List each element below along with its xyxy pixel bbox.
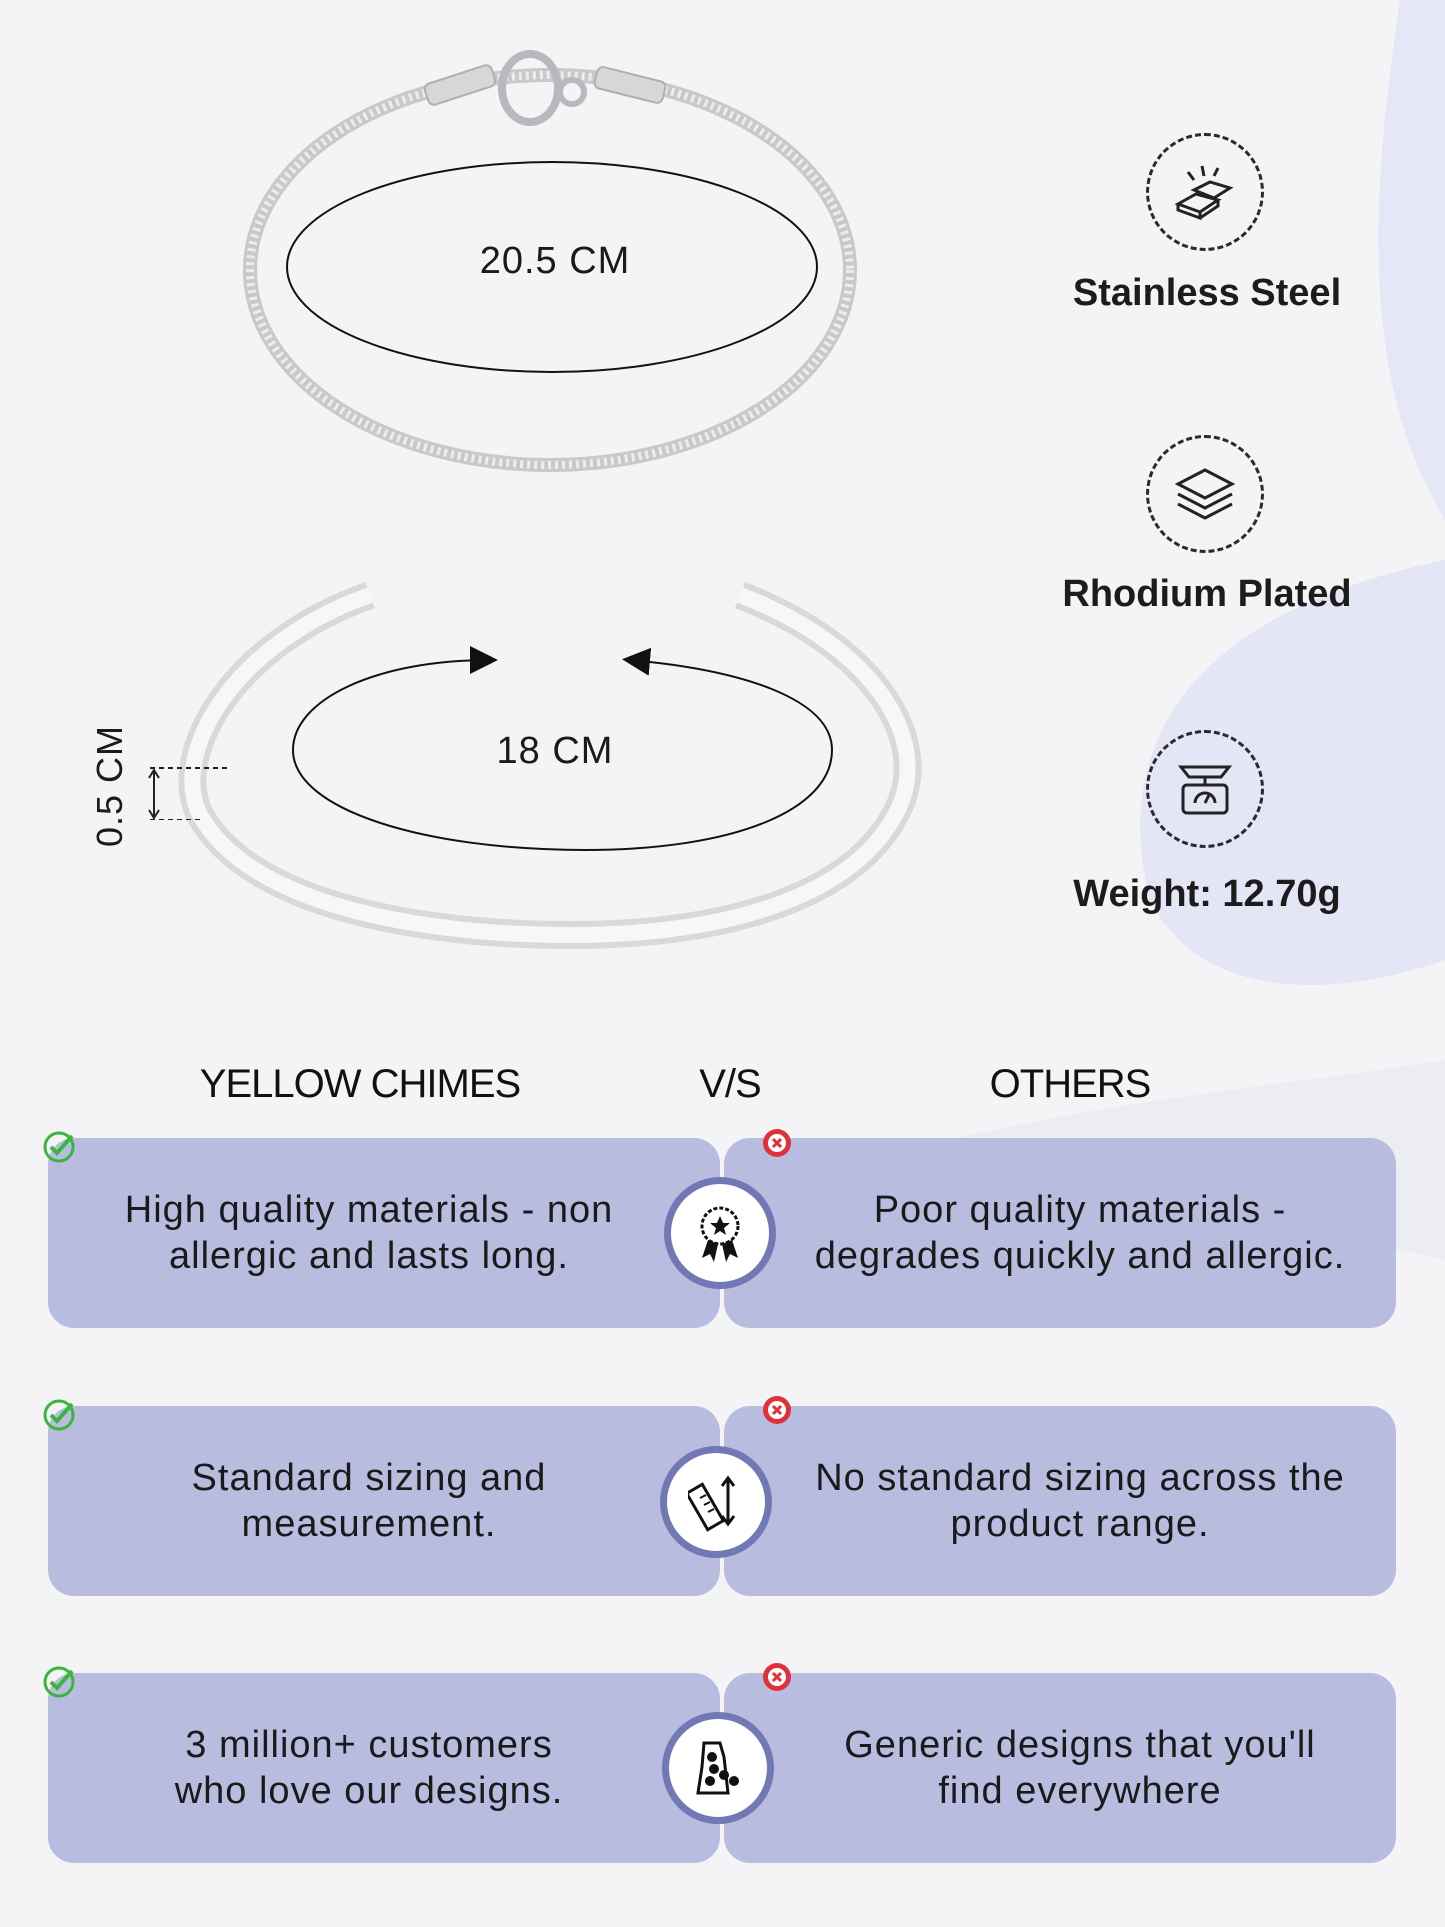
brand-card-line: who love our designs.	[174, 1770, 564, 1812]
brand-card-line: High quality materials - non	[124, 1189, 614, 1231]
brand-card-sizing: Standard sizing and measurement.	[48, 1406, 720, 1596]
brand-card-line: measurement.	[241, 1503, 497, 1545]
others-card-line: product range.	[950, 1503, 1210, 1545]
cuff-length-label: 18 CM	[496, 730, 614, 772]
check-icon	[43, 1399, 75, 1431]
cross-icon	[763, 1663, 791, 1691]
brand-heading: YELLOW CHIMES	[199, 1062, 521, 1106]
chain-length-label: 20.5 CM	[479, 240, 631, 282]
feature-label-rhodium: Rhodium Plated	[1062, 573, 1352, 615]
feature-label-weight: Weight: 12.70g	[1073, 873, 1341, 915]
feature-label-steel: Stainless Steel	[1072, 272, 1342, 314]
others-card-line: Poor quality materials -	[873, 1189, 1287, 1231]
weighing-scale-icon	[1146, 730, 1264, 848]
quality-badge-icon	[664, 1177, 776, 1289]
check-icon	[43, 1131, 75, 1163]
cuff-bangle-image	[178, 581, 922, 950]
metal-bars-icon	[1146, 133, 1264, 251]
cross-icon	[763, 1396, 791, 1424]
ruler-measure-icon	[660, 1446, 772, 1558]
others-card-line: degrades quickly and allergic.	[814, 1235, 1346, 1277]
vs-heading: V/S	[699, 1062, 761, 1106]
cuff-width-guides	[148, 767, 230, 820]
cuff-width-label: 0.5 CM	[89, 724, 130, 848]
chain-length-ellipse	[286, 161, 818, 373]
cross-icon	[763, 1129, 791, 1157]
others-card-line: Generic designs that you'll	[844, 1724, 1316, 1766]
brand-card-quality: High quality materials - non allergic an…	[48, 1138, 720, 1328]
check-icon	[43, 1666, 75, 1698]
cuff-length-ellipse	[291, 646, 834, 851]
brand-card-line: allergic and lasts long.	[169, 1235, 569, 1277]
others-heading: OTHERS	[989, 1062, 1152, 1106]
others-card-quality: Poor quality materials - degrades quickl…	[724, 1138, 1396, 1328]
jewelry-design-icon	[662, 1712, 774, 1824]
others-card-designs: Generic designs that you'll find everywh…	[724, 1673, 1396, 1863]
others-card-line: No standard sizing across the	[815, 1457, 1345, 1499]
others-card-line: find everywhere	[938, 1770, 1222, 1812]
brand-card-line: Standard sizing and	[191, 1457, 547, 1499]
others-card-sizing: No standard sizing across the product ra…	[724, 1406, 1396, 1596]
brand-card-line: 3 million+ customers	[185, 1724, 553, 1766]
brand-card-designs: 3 million+ customers who love our design…	[48, 1673, 720, 1863]
chain-bracelet-image	[243, 50, 857, 472]
layers-icon	[1146, 435, 1264, 553]
